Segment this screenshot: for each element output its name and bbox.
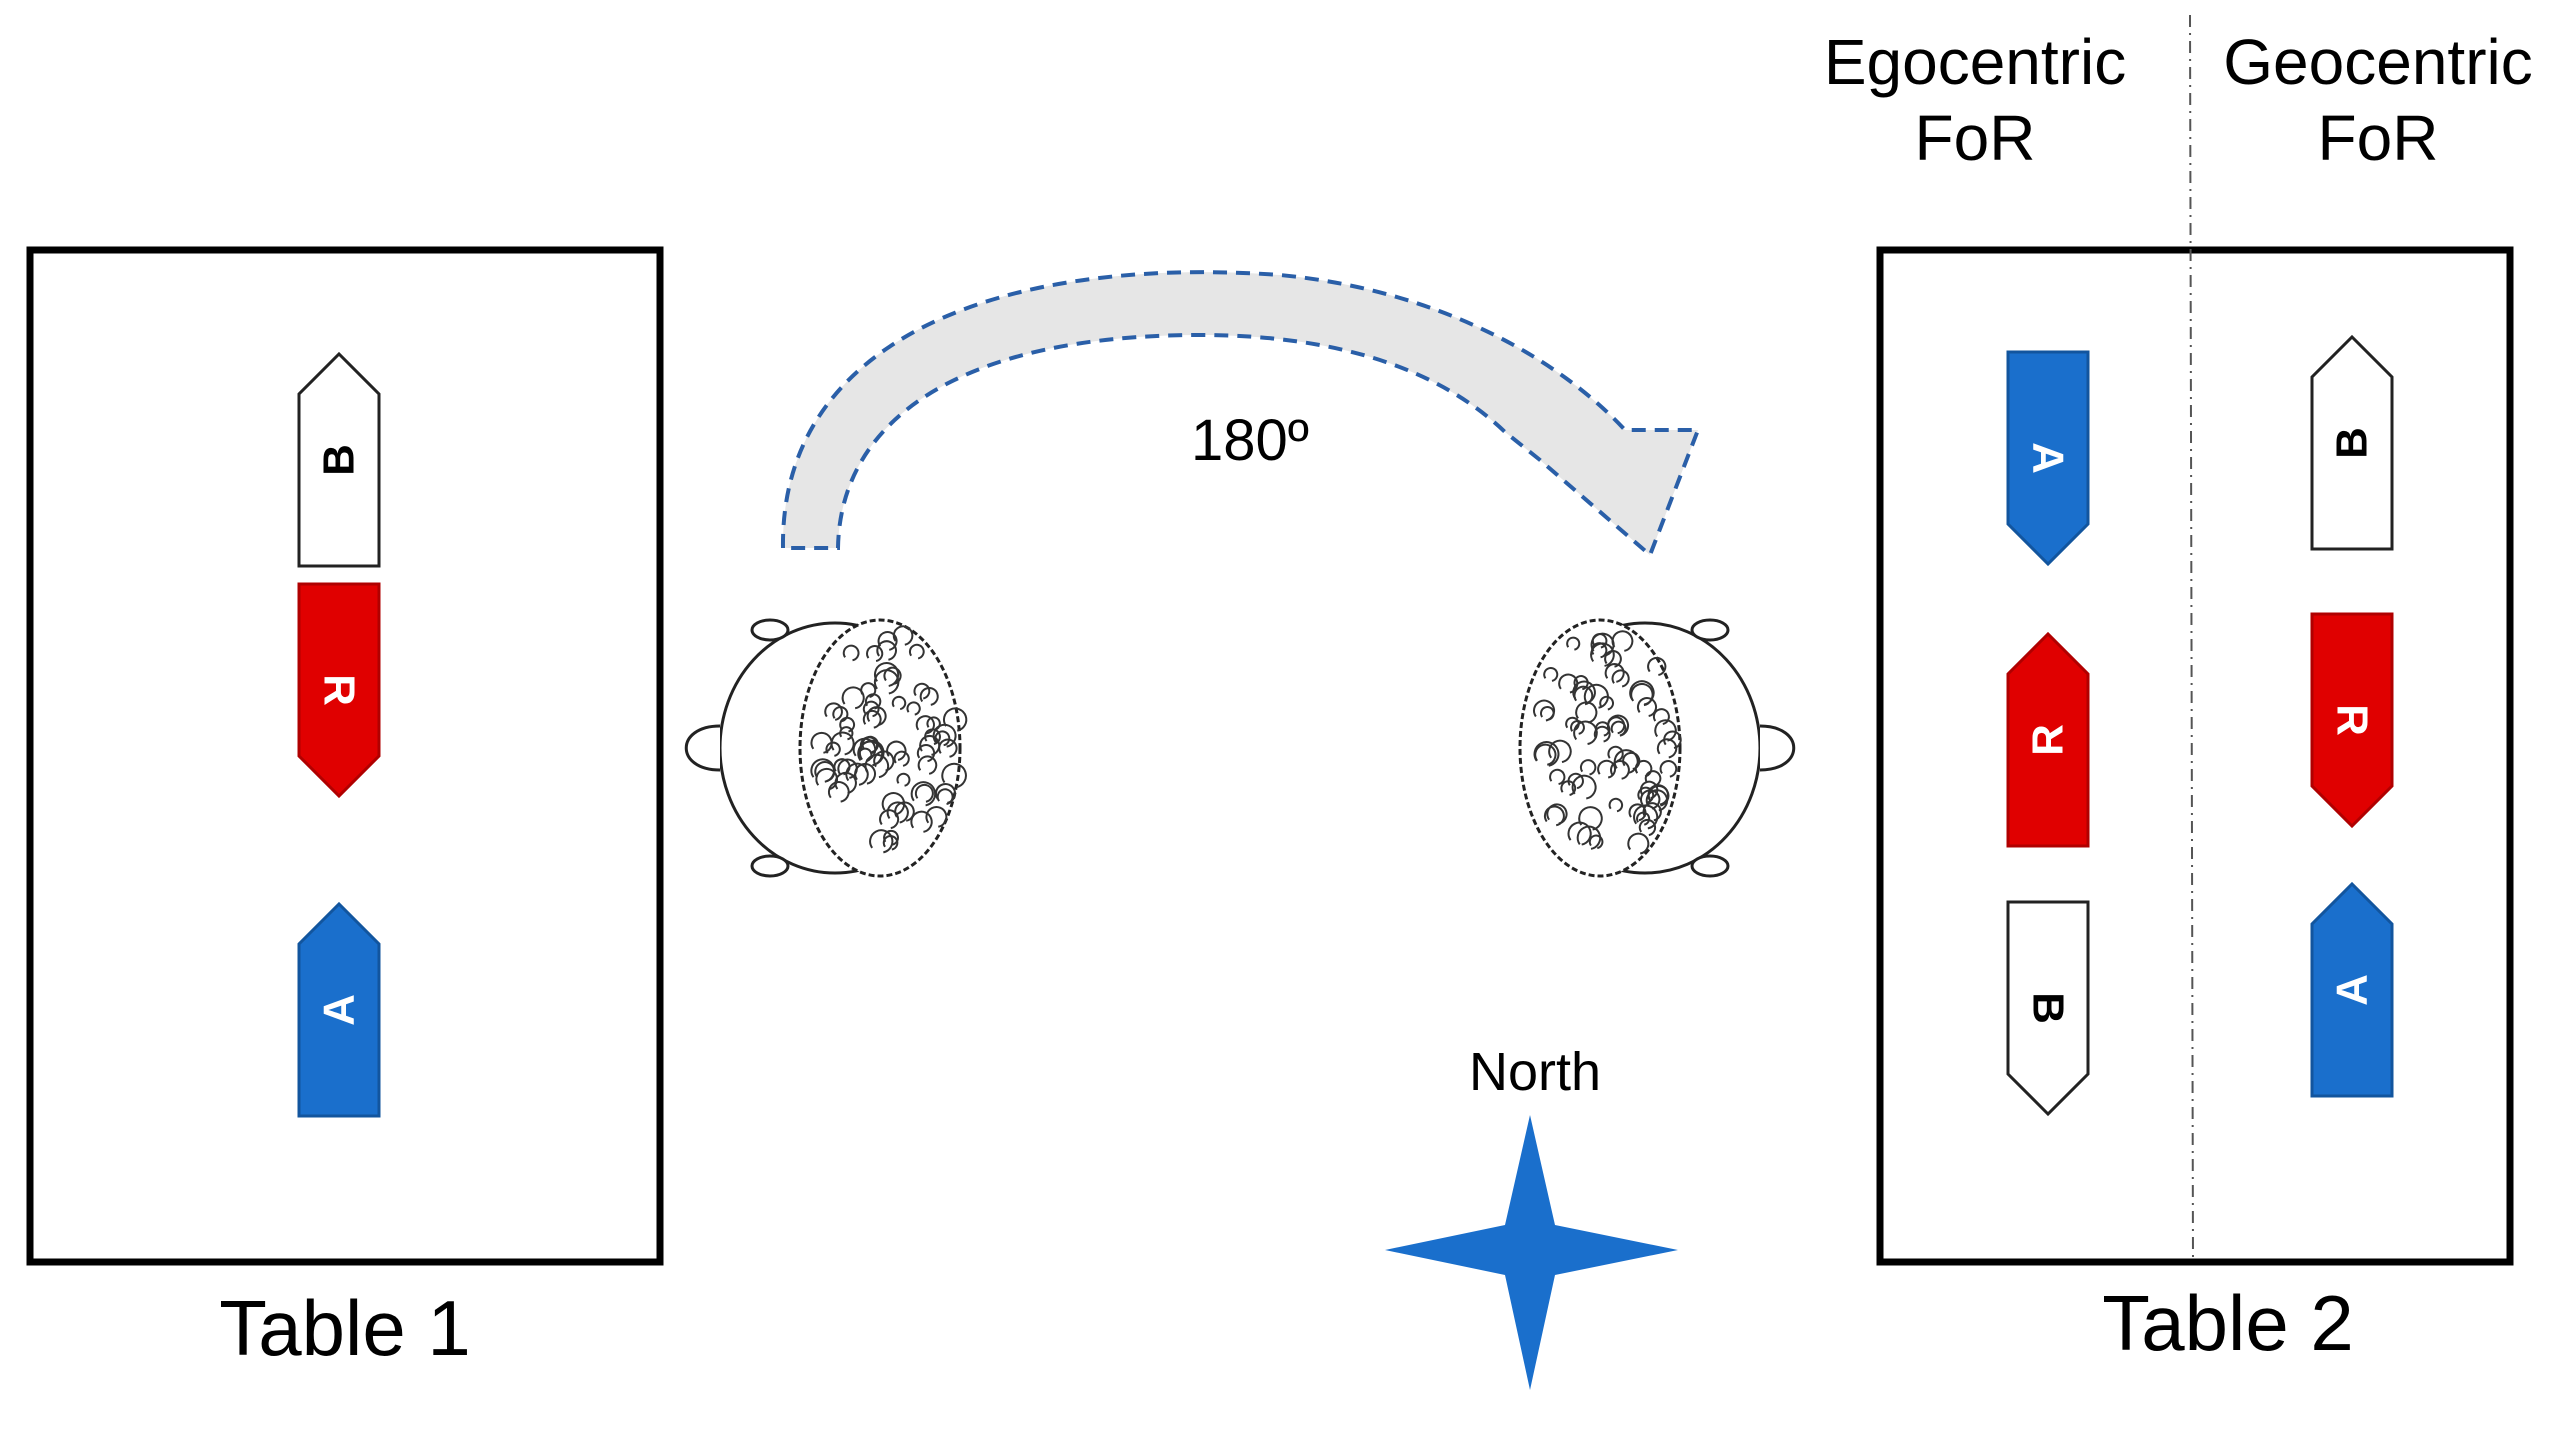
rotation-arrow — [780, 270, 1701, 559]
egocentric-token-a-letter: A — [2024, 442, 2073, 474]
geocentric-heading-line2: FoR — [2318, 102, 2439, 174]
table-2-label: Table 2 — [2102, 1279, 2354, 1367]
egocentric-tokens: A R B — [2006, 350, 2090, 1117]
nose — [1759, 724, 1796, 772]
egocentric-token-a — [2006, 350, 2090, 567]
egocentric-heading-line1: Egocentric — [1824, 26, 2126, 98]
table-1-token-r-letter: R — [315, 674, 364, 706]
ear — [750, 618, 790, 642]
curly-hair — [1518, 618, 1682, 878]
egocentric-token-r-letter: R — [2024, 724, 2073, 756]
table-1-frame — [26, 246, 664, 1266]
egocentric-token-b — [2006, 900, 2090, 1117]
ear — [750, 854, 790, 878]
table-1-token-r — [297, 582, 381, 799]
egocentric-token-b-letter: B — [2024, 992, 2073, 1024]
egocentric-heading-line2: FoR — [1915, 102, 2036, 174]
geocentric-token-a — [2310, 881, 2394, 1098]
table-1-token-a — [297, 901, 381, 1118]
north-label: North — [1469, 1042, 1601, 1102]
egocentric-token-r — [2006, 631, 2090, 848]
table-2-frame — [1876, 246, 2514, 1266]
table-1-token-b-letter: B — [315, 444, 364, 476]
person-head-facing-left-icon — [684, 618, 968, 878]
curly-hair — [798, 618, 968, 878]
table-1-label: Table 1 — [219, 1284, 471, 1372]
compass-star-icon — [1385, 1115, 1678, 1390]
rotation-label: 180º — [1191, 408, 1309, 473]
geocentric-token-r-letter: R — [2328, 704, 2377, 736]
nose — [684, 724, 721, 772]
person-head-facing-right-icon — [1518, 618, 1796, 878]
geocentric-token-b — [2310, 334, 2394, 551]
table-1-tokens: B R A — [297, 351, 381, 1118]
geocentric-token-r — [2310, 612, 2394, 829]
ear — [1690, 854, 1730, 878]
geocentric-token-b-letter: B — [2328, 427, 2377, 459]
geocentric-heading-line1: Geocentric — [2223, 26, 2532, 98]
frame-divider-line — [2189, 14, 2194, 1263]
geocentric-tokens: B R A — [2310, 334, 2394, 1098]
table-1-token-b — [297, 351, 381, 568]
table-1-token-a-letter: A — [315, 994, 364, 1026]
geocentric-token-a-letter: A — [2328, 974, 2377, 1006]
ear — [1690, 618, 1730, 642]
